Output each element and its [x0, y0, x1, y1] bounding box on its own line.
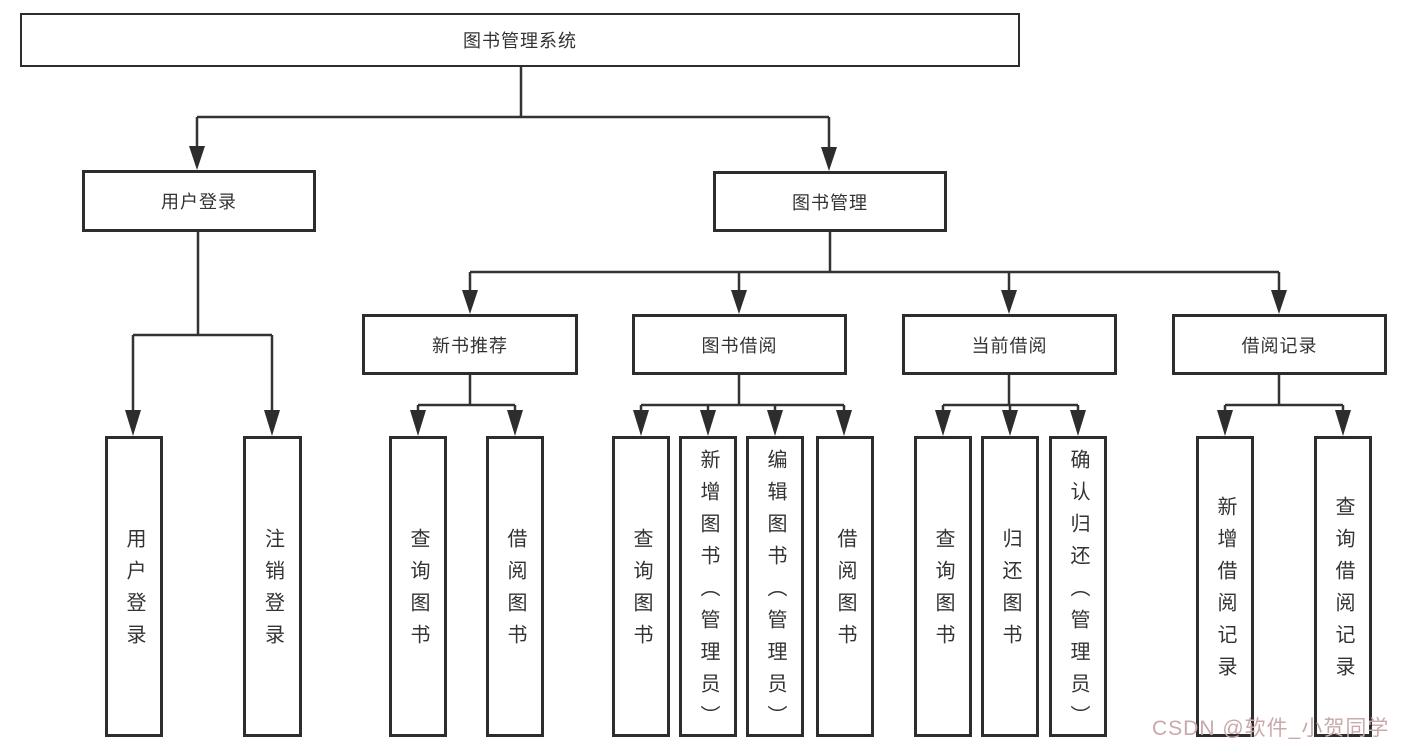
leaf-query-books-current: 查询图书 [914, 436, 972, 737]
leaf-add-borrow-record: 新增借阅记录 [1196, 436, 1254, 737]
connector-book-management [462, 232, 1287, 314]
leaf-query-books-borrow: 查询图书 [612, 436, 670, 737]
connector-current-borrow [935, 375, 1086, 436]
leaf-confirm-return-admin: 确认归还（管理员） [1049, 436, 1107, 737]
leaf-borrow-books: 借阅图书 [816, 436, 874, 737]
leaf-logout: 注销登录 [243, 436, 302, 737]
node-new-book-recommend: 新书推荐 [362, 314, 578, 375]
csdn-watermark: CSDN @软件_小贺同学 [1152, 717, 1390, 740]
node-root-system: 图书管理系统 [20, 13, 1020, 67]
connector-root [189, 67, 837, 171]
connector-borrow-records [1217, 375, 1351, 436]
connector-user-login [125, 232, 280, 436]
connector-new-book-recommend [410, 375, 523, 436]
leaf-query-borrow-record: 查询借阅记录 [1314, 436, 1372, 737]
leaf-add-books-admin: 新增图书（管理员） [679, 436, 737, 737]
leaf-borrow-books-recommend: 借阅图书 [486, 436, 544, 737]
connector-book-borrow [633, 375, 852, 436]
node-borrow-records: 借阅记录 [1172, 314, 1387, 375]
leaf-return-books: 归还图书 [981, 436, 1039, 737]
leaf-query-books-recommend: 查询图书 [389, 436, 447, 737]
node-user-login: 用户登录 [82, 170, 316, 232]
node-book-management: 图书管理 [713, 171, 947, 232]
node-book-borrow: 图书借阅 [632, 314, 847, 375]
leaf-edit-books-admin: 编辑图书（管理员） [746, 436, 804, 737]
node-current-borrow: 当前借阅 [902, 314, 1117, 375]
leaf-user-login: 用户登录 [105, 436, 163, 737]
